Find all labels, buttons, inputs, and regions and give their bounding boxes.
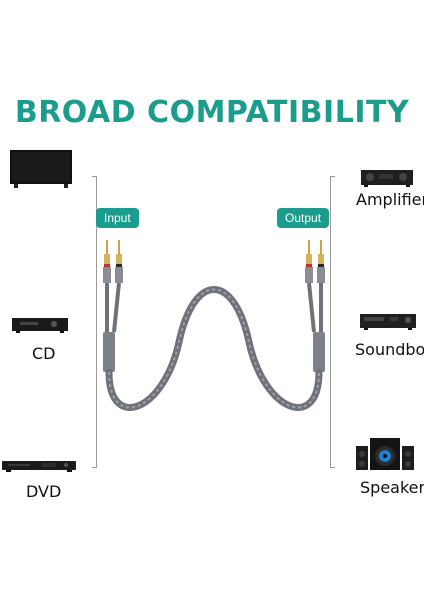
dvd-label: DVD: [26, 482, 62, 501]
right-bracket: [330, 176, 335, 468]
soundbox-label: Soundbox: [355, 340, 424, 359]
cd-player-icon: [12, 316, 68, 334]
dvd-player-icon: [2, 458, 76, 474]
output-badge: Output: [277, 208, 330, 228]
rca-cable-icon: [94, 232, 334, 422]
tv-icon: [10, 150, 72, 188]
page-title: BROAD COMPATIBILITY: [14, 95, 410, 130]
soundbox-icon: [360, 312, 416, 332]
speaker-icon: [356, 436, 414, 472]
input-badge: Input: [96, 208, 139, 228]
amplifier-icon: [361, 168, 413, 188]
cd-label: CD: [32, 344, 56, 363]
speaker-label: Speaker: [360, 478, 424, 497]
amplifier-label: Amplifier: [356, 190, 424, 209]
left-bracket: [92, 176, 97, 468]
